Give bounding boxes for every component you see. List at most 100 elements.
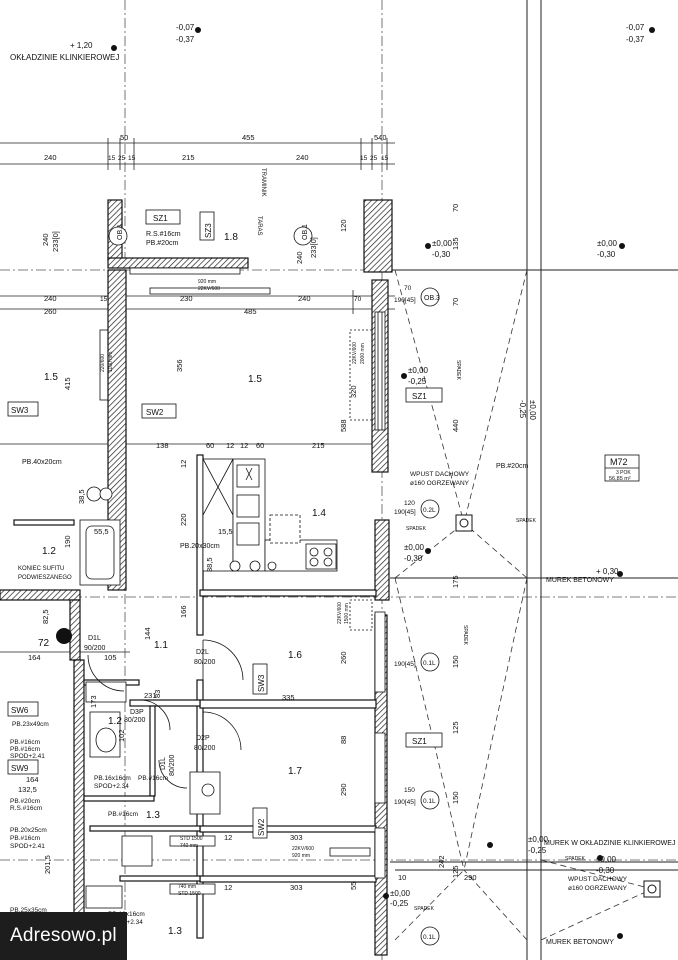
elev-8b: -0,25 xyxy=(390,899,409,908)
dim-540: 540 xyxy=(374,133,387,142)
dim-15-5: 15,5 xyxy=(218,527,233,536)
tag-ob1-a: OB.1 xyxy=(302,224,309,240)
dim-12-b: 12 xyxy=(240,441,248,450)
elev-1: ±0,00 xyxy=(432,239,453,248)
terrace-edges xyxy=(390,0,678,960)
std-1: STD 1500 xyxy=(180,836,203,842)
elev-8: ±0,00 xyxy=(390,889,411,898)
slope-3: SPADEK xyxy=(565,856,586,862)
bathrooms xyxy=(79,486,221,909)
drain-note-2: WPUST DACHOWY xyxy=(568,876,628,883)
win-120: 120 xyxy=(404,500,415,507)
room-1-3-low: 1.3 xyxy=(168,926,182,937)
room-1-3: 1.3 xyxy=(146,810,160,821)
elev-top-r1: -0,07 xyxy=(176,23,195,32)
unit-code: M72 xyxy=(610,457,628,467)
elev-4: ±0,00 xyxy=(404,543,425,552)
dim-440: 440 xyxy=(451,419,460,432)
tag-sw6: SW6 xyxy=(11,706,29,715)
door-d1l-2-size: 80/200 xyxy=(169,754,176,776)
elev-top-r2: -0,07 xyxy=(626,23,645,32)
unit-area: 56,85 m² xyxy=(609,476,631,482)
dim-230: 230 xyxy=(180,294,193,303)
dim-55: 55 xyxy=(349,882,358,890)
dim-70-a: 70 xyxy=(354,296,362,303)
dim-231: 231 xyxy=(144,691,157,700)
beam-pb16-c: PB.#16cm xyxy=(10,835,40,842)
elev-top-r1b: -0,37 xyxy=(176,35,195,44)
radiators xyxy=(99,287,373,857)
elev-vertical-b: -0,25 xyxy=(518,400,527,419)
slope-4: SPADEK xyxy=(414,906,435,912)
beam-pb20x25: PB.20x25cm xyxy=(10,827,47,834)
vent-1b: 22KV/600 xyxy=(198,286,220,292)
window-note-1: 220/600 xyxy=(100,354,106,372)
tag-sz3: SZ3 xyxy=(204,223,213,238)
vent-3b: 2000 mm xyxy=(360,343,366,364)
pb-note: PB.#20cm xyxy=(146,240,178,247)
traminik-label: TRAMINIK xyxy=(260,168,266,197)
std-1-mm: 740 mm xyxy=(180,843,198,849)
dim-215: 215 xyxy=(182,153,195,162)
dim-290-b: 290 xyxy=(464,873,477,882)
dim-455: 455 xyxy=(242,133,255,142)
kitchen xyxy=(202,458,338,572)
dim-485: 485 xyxy=(244,307,257,316)
door-d1l-2: D1L xyxy=(160,757,167,770)
beam-pb20: PB.#20cm xyxy=(10,798,40,805)
elev-top-r2b: -0,37 xyxy=(626,35,645,44)
vent-2: 22KV/600 xyxy=(292,846,314,852)
dim-164: 164 xyxy=(28,653,41,662)
dim-12-c: 12 xyxy=(179,460,188,468)
tag-sz1-top: SZ1 xyxy=(153,214,168,223)
dim-38-5: 38,5 xyxy=(77,489,86,504)
vent-1: 920 mm xyxy=(198,279,216,285)
beam-pb23: PB.23x49cm xyxy=(12,721,49,728)
elev-2b: -0,30 xyxy=(597,250,616,259)
dim-150-b: 150 xyxy=(451,791,460,804)
window-circle-tags xyxy=(108,226,440,946)
beam-pb25x35: PB.25x35cm xyxy=(10,907,47,914)
tag-sz1-low: SZ1 xyxy=(412,737,427,746)
vent-2b: 920 mm xyxy=(292,853,310,859)
slope-6: SPADEK xyxy=(462,625,468,646)
room-1-5-left: 1.5 xyxy=(44,372,58,383)
roof-drains xyxy=(455,514,661,898)
dim-15-a: 15 xyxy=(108,155,116,162)
rs-note: R.S.#16cm xyxy=(146,231,181,238)
beam-pb16-b: PB.#16cm xyxy=(10,746,40,753)
dim-10: 10 xyxy=(398,873,406,882)
spod-241: SPOD+2.41 xyxy=(10,753,45,760)
dim-240-b: 240 xyxy=(296,153,309,162)
room-1-1: 1.1 xyxy=(154,640,168,651)
dim-55-5: 55,5 xyxy=(94,527,109,536)
room-1-2-left: 1.2 xyxy=(42,546,56,557)
dim-83: 83 xyxy=(153,690,162,698)
dim-175: 175 xyxy=(451,575,460,588)
elev-3: ±0,00 xyxy=(408,366,429,375)
tag-sw3: SW3 xyxy=(11,406,29,415)
beam-note-2: PB.20x30cm xyxy=(180,543,220,550)
dim-70-b: 70 xyxy=(451,298,460,306)
dim-335: 335 xyxy=(282,693,295,702)
dim-588: 588 xyxy=(339,419,348,432)
taras-label: TARAS xyxy=(256,216,262,236)
dim-38-5-b: 38,5 xyxy=(205,557,214,572)
beam-pb16-e: PB.#16cm xyxy=(108,811,138,818)
elev-6: ±0,00 xyxy=(528,835,549,844)
elev-6b: -0,25 xyxy=(528,846,547,855)
win-190-d: 190[45] xyxy=(394,799,416,806)
wall-note-1: MUREK BETONOWY xyxy=(546,577,614,584)
elevation-markers xyxy=(56,27,655,939)
dim-240-d: 240 xyxy=(298,294,311,303)
dim-290: 290 xyxy=(339,783,348,796)
dim-102: 102 xyxy=(117,729,126,742)
beam-note-1: PB.40x20cm xyxy=(22,459,62,466)
dim-15-e: 15 xyxy=(100,296,108,303)
win-190-b: 190[45] xyxy=(394,509,416,516)
dim-70-c: 70 xyxy=(451,204,460,212)
beam-pb16x16: PB.16x16cm xyxy=(94,775,131,782)
dim-132-5: 132,5 xyxy=(18,785,37,794)
dim-201-5: 201,5 xyxy=(43,855,52,874)
